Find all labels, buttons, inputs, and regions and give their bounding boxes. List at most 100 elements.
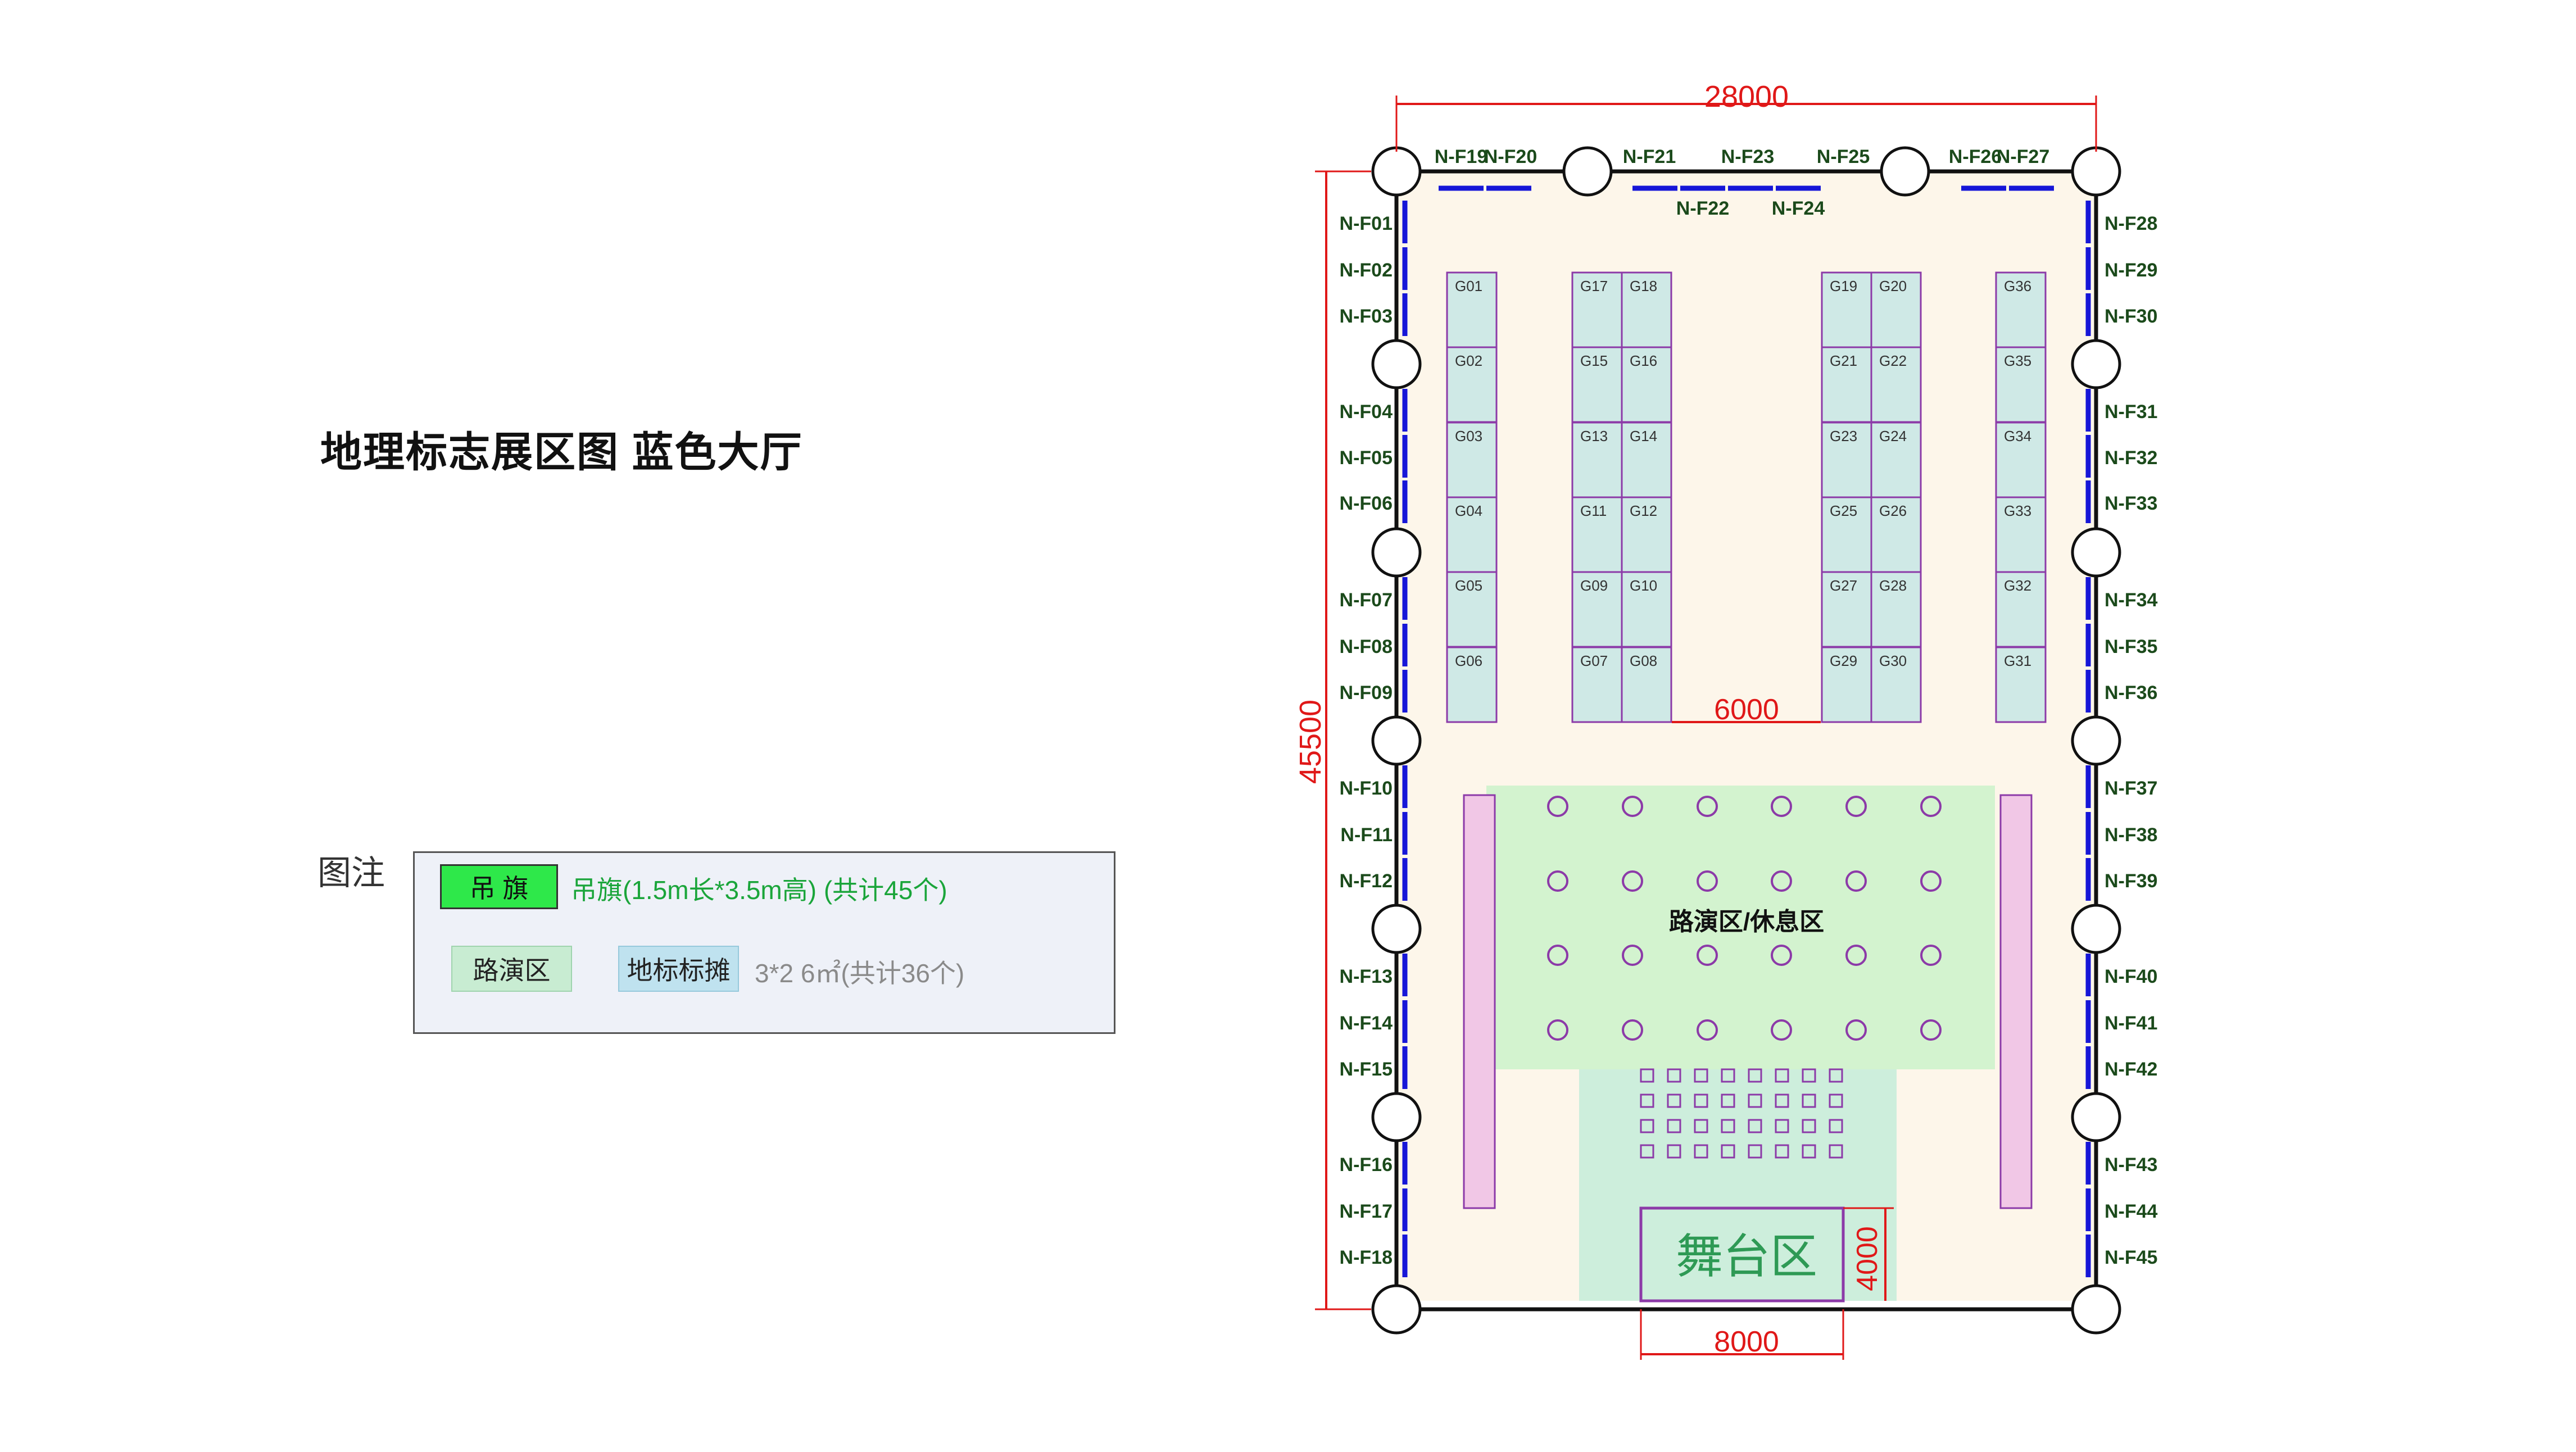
side-banner-right [1999,794,2033,1209]
booth-label: G15 [1580,352,1608,369]
column [1371,904,1422,954]
booth [1621,271,1672,348]
audience-chair [1640,1068,1654,1083]
roadshow-zone [1486,786,1995,1069]
booth-label: G11 [1580,502,1607,519]
round-table [1845,945,1867,966]
booth-label: G30 [1879,652,1907,669]
flag-label-right: N-F31 [2105,401,2157,423]
flag-label-right: N-F43 [2105,1154,2157,1176]
round-table [1547,945,1568,966]
flag-label-top: N-F27 [1997,146,2049,167]
booth [1571,496,1623,573]
round-table [1845,870,1867,892]
booth-label: G14 [1630,428,1657,444]
audience-chair [1775,1093,1789,1108]
booth-label: G21 [1830,352,1857,369]
booth-label: G23 [1830,428,1857,444]
audience-chair [1721,1068,1735,1083]
audience-chair [1802,1144,1816,1159]
round-table [1771,870,1792,892]
flag-label-left: N-F15 [1340,1059,1393,1080]
booth-label: G18 [1630,278,1657,294]
booth-label: G04 [1455,502,1482,519]
flag-label-left: N-F10 [1340,778,1393,799]
legend-flag-swatch: 吊 旗 [440,864,558,909]
round-table [1697,870,1718,892]
audience-chair [1775,1068,1789,1083]
audience-chair [1667,1068,1681,1083]
flag-label-left: N-F16 [1340,1154,1393,1176]
column [1371,1092,1422,1142]
booth-label: G19 [1830,278,1857,294]
booth-label: G33 [2004,502,2031,519]
booth [1995,271,2047,348]
booth [1821,271,1872,348]
flag-label-left: N-F17 [1340,1201,1393,1222]
dimension-aisle-label: 6000 [1714,693,1779,726]
flag-label-left: N-F08 [1340,636,1393,657]
round-table [1622,870,1643,892]
booth-label: G34 [2004,428,2031,444]
flag-label-right: N-F40 [2105,966,2157,987]
flag-label-left: N-F02 [1340,260,1393,281]
audience-chair [1721,1119,1735,1133]
booth-label: G07 [1580,652,1608,669]
booth [1870,346,1922,423]
round-table [1845,796,1867,817]
round-table [1622,1019,1643,1041]
audience-chair [1694,1144,1708,1159]
flag-label-left: N-F14 [1340,1013,1393,1034]
booth [1571,421,1623,498]
flag-label-top: N-F26 [1949,146,2002,167]
column [2071,715,2121,766]
flag-label-top: N-F19 [1435,146,1487,167]
flag-label-left: N-F01 [1340,213,1393,234]
audience-chair [1694,1119,1708,1133]
booth [1995,496,2047,573]
flag-label-left: N-F06 [1340,493,1393,514]
booth-label: G13 [1580,428,1608,444]
audience-chair [1829,1144,1843,1159]
column [2071,146,2121,197]
flag-label-right: N-F30 [2105,306,2157,327]
audience-chair [1829,1068,1843,1083]
column [1371,715,1422,766]
column [2071,339,2121,389]
round-table [1697,945,1718,966]
audience-chair [1802,1119,1816,1133]
flag-label-top: N-F22 [1676,198,1729,219]
column [1880,146,1930,197]
column [1371,527,1422,578]
flag-label-left: N-F03 [1340,306,1393,327]
column [1562,146,1613,197]
audience-chair [1829,1093,1843,1108]
legend-heading: 图注 [318,854,385,892]
booth [1995,421,2047,498]
page-title: 地理标志展区图 蓝色大厅 [320,429,803,475]
audience-chair [1640,1119,1654,1133]
booth-label: G10 [1630,577,1657,594]
booth-label: G22 [1879,352,1907,369]
booth-label: G25 [1830,502,1857,519]
column [1371,339,1422,389]
audience-chair [1721,1144,1735,1159]
flag-label-right: N-F28 [2105,213,2157,234]
booth [1621,346,1672,423]
dimension-stage-width-label: 8000 [1714,1326,1779,1358]
side-banner-left [1463,794,1496,1209]
audience-chair [1694,1093,1708,1108]
flag-label-left: N-F18 [1340,1247,1393,1268]
booth-label: G08 [1630,652,1657,669]
booth-label: G29 [1830,652,1857,669]
audience-chair [1721,1093,1735,1108]
booth [1446,496,1498,573]
booth [1446,346,1498,423]
round-table [1697,796,1718,817]
booth-label: G32 [2004,577,2031,594]
stage [1639,1206,1845,1303]
audience-chair [1802,1093,1816,1108]
booth [1446,571,1498,648]
booth-label: G26 [1879,502,1907,519]
